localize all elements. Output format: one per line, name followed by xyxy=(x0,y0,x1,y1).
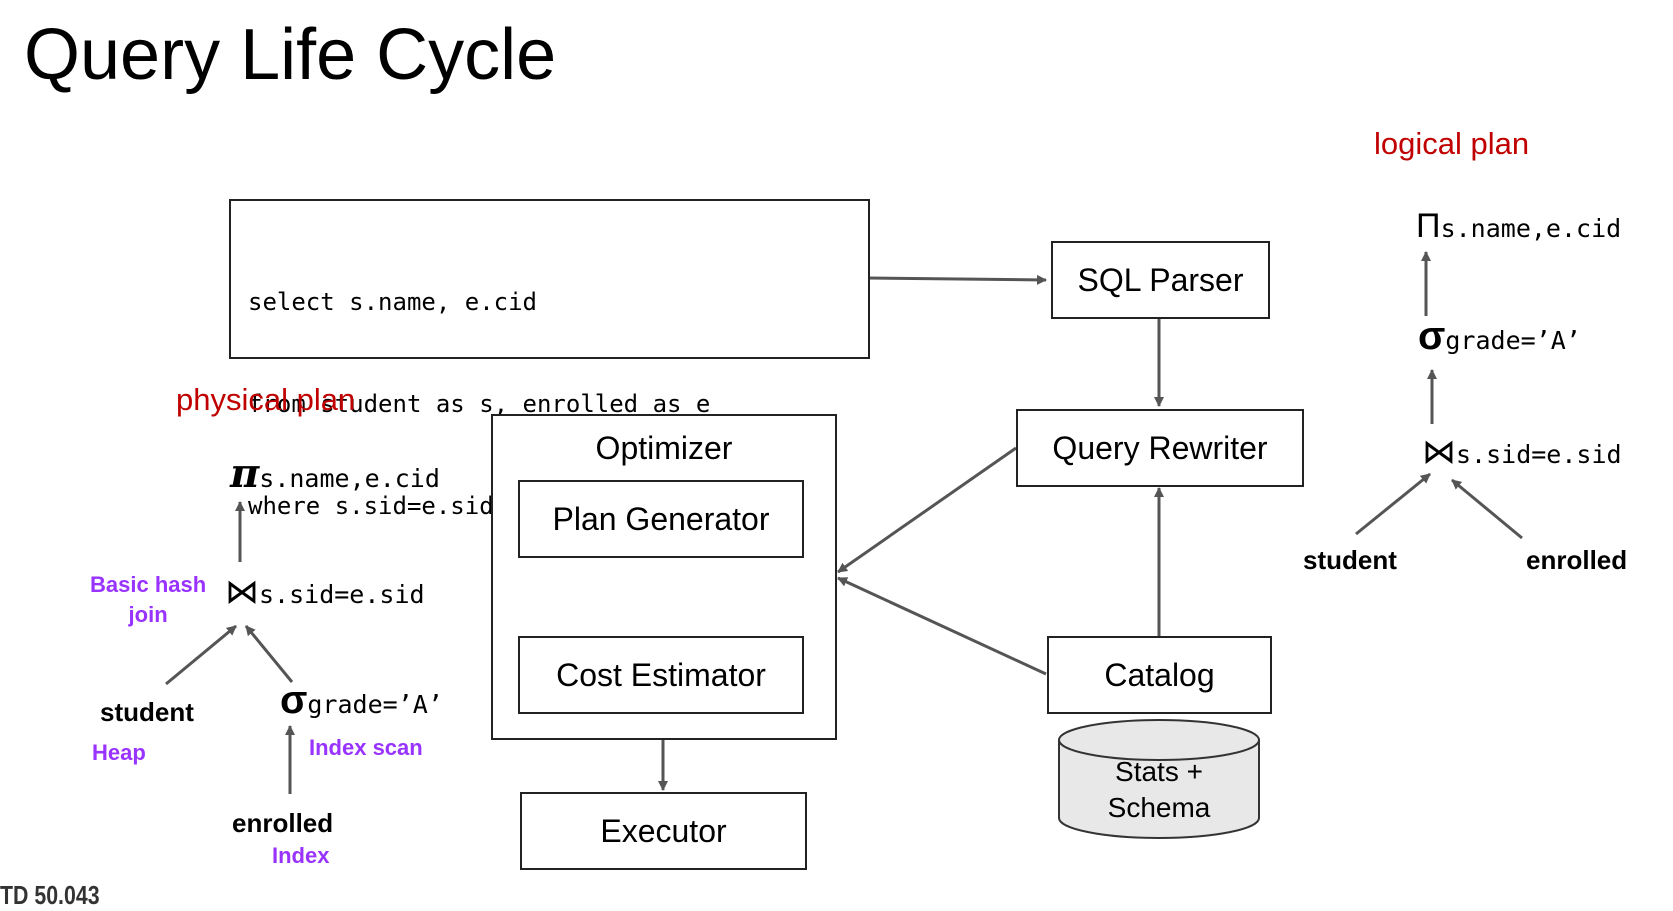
plan-generator-label: Plan Generator xyxy=(552,500,770,537)
log-enrolled-node: enrolled xyxy=(1526,545,1628,575)
phys-project-symbol: π xyxy=(230,450,260,497)
phys-select-node: σgrade=’A’ xyxy=(280,680,443,720)
log-select-symbol: σ xyxy=(1418,314,1446,358)
phys-student-node: student xyxy=(100,697,194,727)
log-select-node: σgrade=’A’ xyxy=(1418,316,1581,356)
logical-plan-heading: logical plan xyxy=(1374,126,1530,161)
page-title: Query Life Cycle xyxy=(24,15,557,95)
arrow-sql-to-parser xyxy=(867,274,1047,285)
phys-project-node: πs.name,e.cid xyxy=(230,454,440,494)
phys-join-subscript: s.sid=e.sid xyxy=(259,580,425,609)
log-project-subscript: s.name,e.cid xyxy=(1440,214,1622,243)
log-join-node: ⋈s.sid=e.sid xyxy=(1422,432,1622,472)
log-join-symbol: ⋈ xyxy=(1422,433,1456,471)
phys-student-note: Heap xyxy=(92,740,146,765)
log-select-subscript: grade=’A’ xyxy=(1445,326,1581,355)
phys-select-symbol: σ xyxy=(280,678,308,722)
catalog-box: Catalog xyxy=(1047,636,1272,714)
arrow-log-student-to-join xyxy=(1355,472,1431,536)
sql-parser-label: SQL Parser xyxy=(1077,261,1244,298)
log-student-node: student xyxy=(1303,545,1397,575)
phys-select-subscript: grade=’A’ xyxy=(307,690,443,719)
stats-label-line-2: Schema xyxy=(1107,792,1211,823)
phys-select-note: Index scan xyxy=(309,735,423,760)
log-project-node: Πs.name,e.cid xyxy=(1416,206,1621,246)
phys-join-symbol: ⋈ xyxy=(225,573,259,611)
course-code-footer: TD 50.043 xyxy=(0,880,100,910)
arrow-log-enrolled-to-join xyxy=(1451,478,1523,540)
sql-line-1: select s.name, e.cid xyxy=(248,288,537,316)
log-project-symbol: Π xyxy=(1416,207,1441,245)
arrow-catalog-to-optimizer xyxy=(837,576,1047,676)
arrow-phys-student-to-join xyxy=(165,624,237,686)
phys-enrolled-node: enrolled xyxy=(232,808,334,838)
stats-label-line-1: Stats + xyxy=(1115,756,1203,787)
stats-schema-cylinder xyxy=(1058,719,1260,839)
log-join-subscript: s.sid=e.sid xyxy=(1456,440,1622,469)
optimizer-label: Optimizer xyxy=(595,430,733,466)
phys-join-note-line-1: Basic hash xyxy=(90,572,207,597)
arrow-phys-select-to-join xyxy=(244,625,294,683)
executor-label: Executor xyxy=(600,812,727,849)
plan-generator-box: Plan Generator xyxy=(518,480,804,558)
phys-join-note: Basic hash join xyxy=(90,570,206,630)
cost-estimator-label: Cost Estimator xyxy=(556,656,766,693)
phys-enrolled-note: Index xyxy=(272,843,330,868)
sql-query-box: select s.name, e.cid from student as s, … xyxy=(229,199,870,520)
sql-line-2: from student as s, enrolled as e xyxy=(248,390,711,418)
cost-estimator-box: Cost Estimator xyxy=(518,636,804,714)
physical-plan-heading: physical plan xyxy=(176,382,356,417)
phys-join-node: ⋈s.sid=e.sid xyxy=(225,572,425,612)
sql-parser-box: SQL Parser xyxy=(1051,241,1270,319)
executor-box: Executor xyxy=(520,792,807,870)
query-rewriter-box: Query Rewriter xyxy=(1016,409,1304,487)
arrow-rewriter-to-optimizer xyxy=(837,446,1017,574)
phys-project-subscript: s.name,e.cid xyxy=(259,464,440,493)
phys-join-note-line-2: join xyxy=(128,602,168,627)
catalog-label: Catalog xyxy=(1104,656,1215,693)
query-rewriter-label: Query Rewriter xyxy=(1052,429,1268,466)
